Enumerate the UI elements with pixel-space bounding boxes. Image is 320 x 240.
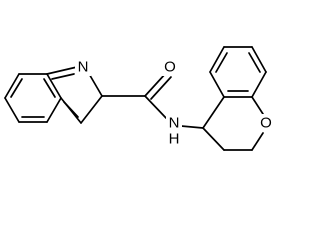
- bond-benzene-inner-1: [215, 52, 228, 73]
- ring-nitrogen-label: N: [78, 59, 89, 76]
- bond-benzene-4: [251, 46, 267, 73]
- bond-lines: [4, 46, 267, 151]
- bond-b3-n1-inner: [51, 73, 75, 80]
- bond-benzene-5: [251, 71, 267, 98]
- ether-oxygen-label: O: [260, 115, 272, 132]
- amide-hydrogen-label: H: [169, 131, 180, 148]
- bond-chroman-c4a-c4: [202, 96, 225, 129]
- bond-benzene-1: [209, 71, 225, 98]
- bond-b4-b5: [46, 97, 62, 123]
- bond-chroman-c4-c3: [202, 127, 225, 151]
- amide-nitrogen-label: N: [169, 115, 180, 132]
- bond-chroman-o1-c8a: [251, 96, 264, 115]
- molecule-structure: N O N H O: [4, 46, 274, 151]
- carbonyl-oxygen-label-group: O: [162, 58, 178, 76]
- atom-labels: N O N H O: [75, 58, 274, 148]
- ether-oxygen-label-group: O: [258, 114, 274, 132]
- ring-nitrogen-label-group: N: [75, 58, 91, 76]
- bond-b1-b2: [4, 73, 20, 99]
- bond-b6-b1: [4, 97, 20, 123]
- bond-c3-b4-inner: [63, 101, 79, 118]
- bond-b3-b4-inner: [43, 78, 56, 98]
- bond-b3-b4: [46, 73, 62, 99]
- bond-nitrogen-chroman: [180, 125, 204, 129]
- bond-benzene-inner-2: [248, 52, 261, 73]
- molecule-canvas: N O N H O: [4, 46, 274, 151]
- bond-benzene-2: [209, 46, 225, 73]
- carbonyl-oxygen-label: O: [164, 59, 176, 76]
- bond-carbonyl-oxygen-a: [144, 72, 167, 97]
- amide-nitrogen-label-group: N H: [166, 114, 182, 148]
- bond-carbonyl-nitrogen: [144, 95, 167, 119]
- bond-chroman-c2-o1: [251, 132, 264, 151]
- bond-c2-c3: [80, 95, 103, 124]
- bond-b1-b2-inner: [10, 78, 23, 98]
- bond-carbonyl-oxygen-b: [150, 76, 172, 100]
- bond-b3-n1: [46, 66, 78, 75]
